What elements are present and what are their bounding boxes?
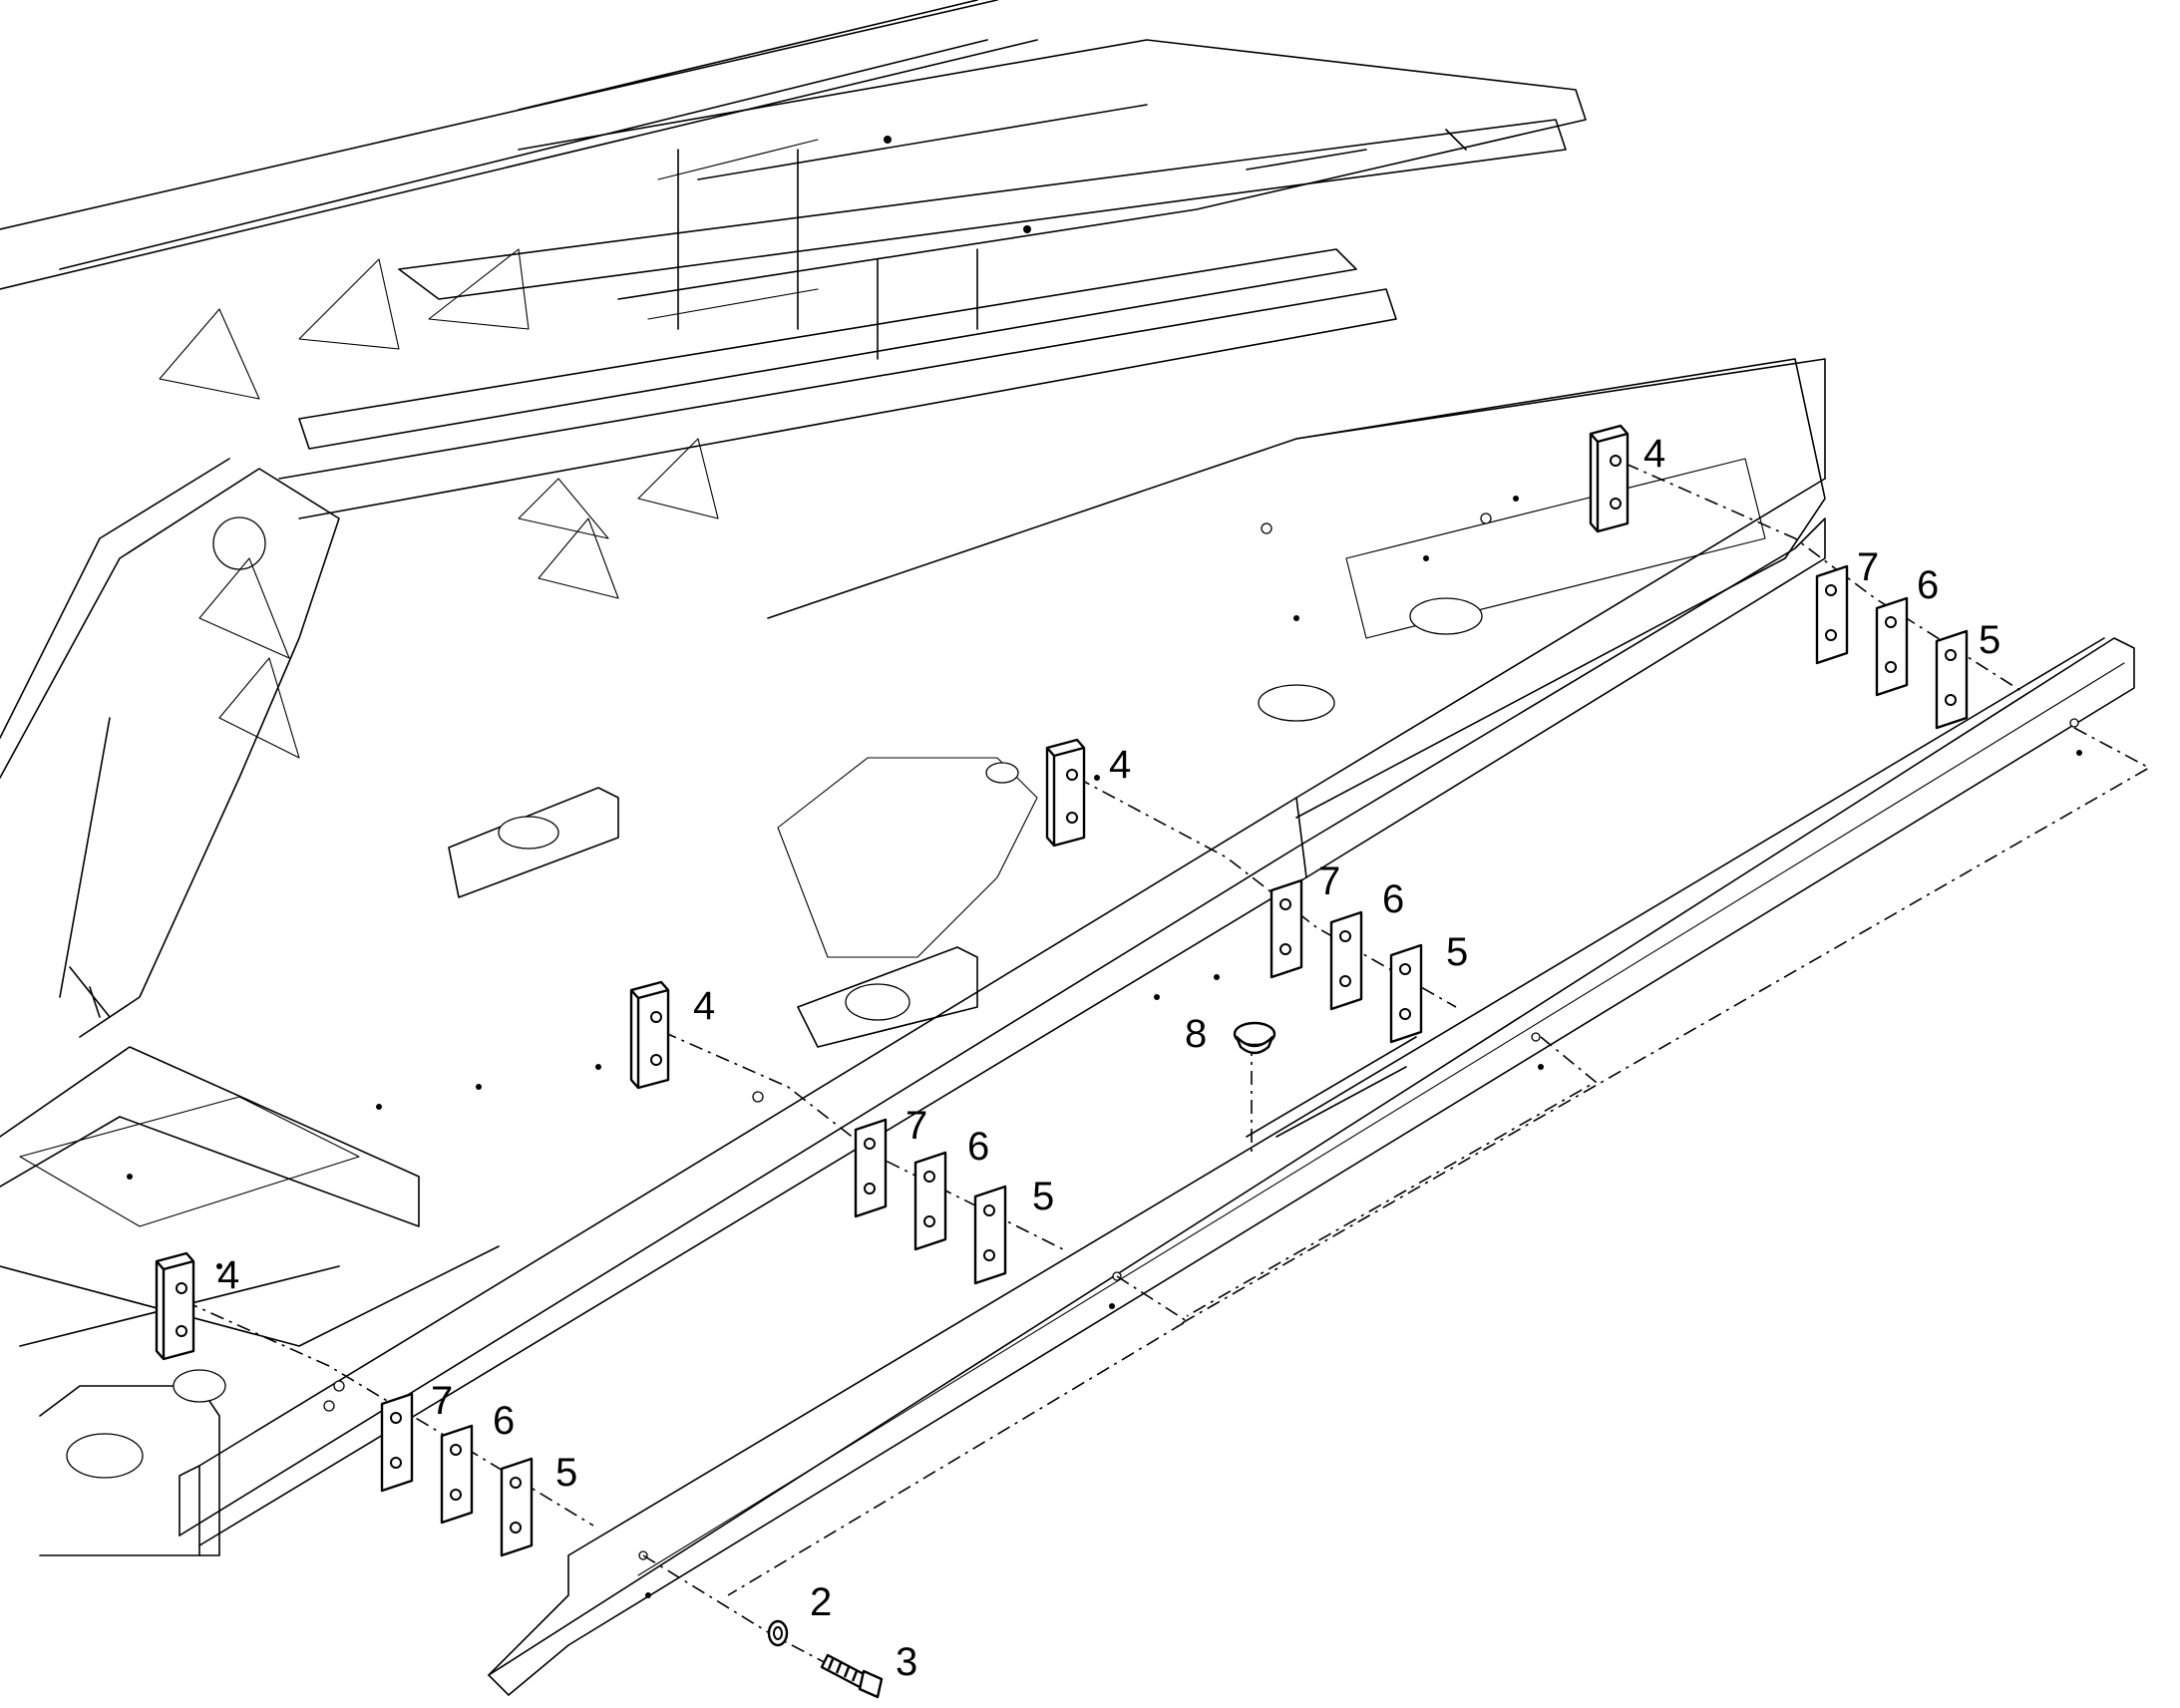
callout-6: 6 [493,1399,515,1443]
callout-6: 6 [967,1125,989,1169]
bolt-part-3 [820,1653,884,1699]
plug-part-8 [1233,1021,1276,1055]
washer-part-2 [767,1619,789,1647]
callout-4: 4 [217,1253,239,1297]
callout-7: 7 [1857,545,1879,589]
callout-4: 4 [1643,432,1665,476]
spacer-block-3 [629,980,670,1090]
side-trim-rail [488,637,2135,1696]
shim-set-a [1815,564,1969,730]
callout-5: 5 [1979,618,2000,662]
callout-3: 3 [896,1640,917,1684]
spacer-block-1 [1589,424,1630,533]
shim-set-c [854,1118,1007,1285]
spacer-block-4 [155,1251,195,1361]
callout-5: 5 [555,1451,577,1495]
callout-5: 5 [1446,930,1468,974]
callout-7: 7 [431,1379,453,1423]
spacer-block-2 [1045,738,1086,848]
callout-5: 5 [1032,1175,1054,1218]
part-4-spacer-block-group [155,424,1630,1361]
shim-plate-group [380,564,1969,1557]
callout-labels: 4 7 6 5 4 7 6 5 4 7 6 5 4 7 6 5 8 2 3 [217,432,2000,1684]
callout-4: 4 [693,984,715,1028]
shim-set-d [380,1392,534,1557]
callout-6: 6 [1917,563,1939,607]
callout-7: 7 [906,1104,927,1148]
callout-8: 8 [1185,1012,1207,1056]
callout-6: 6 [1382,877,1404,921]
vehicle-frame-illustration [0,0,1826,1556]
leader-lines [183,463,2151,1686]
callout-2: 2 [810,1580,832,1624]
callout-7: 7 [1318,859,1340,903]
callout-4: 4 [1109,743,1131,787]
shim-set-b [1270,878,1423,1044]
